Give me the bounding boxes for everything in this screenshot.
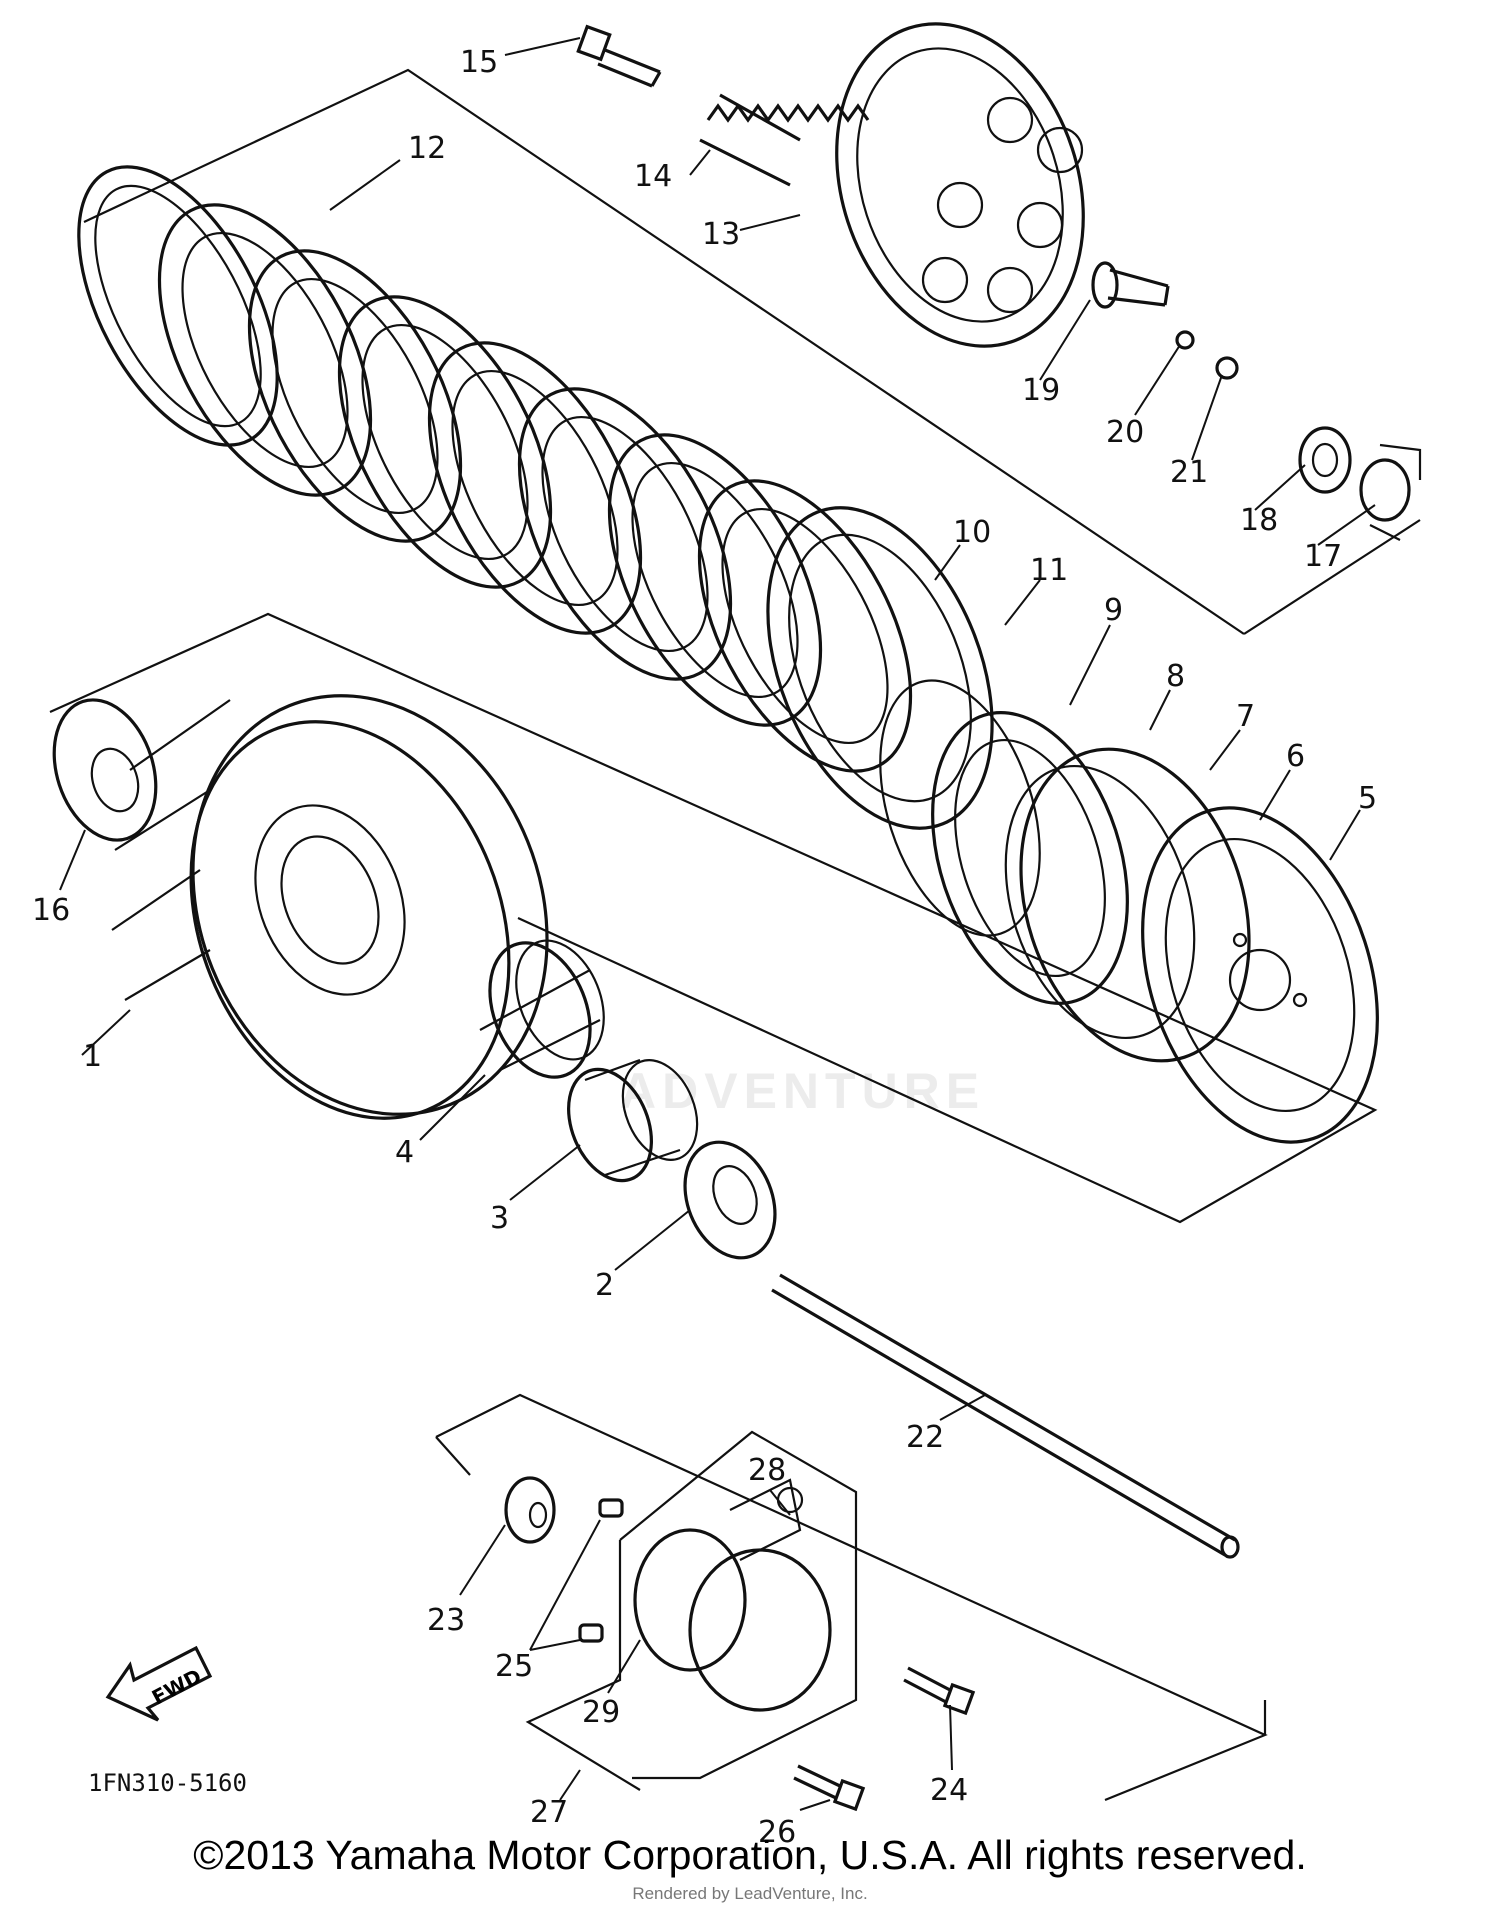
label-5: 5 xyxy=(1358,781,1377,816)
rendered-by-notice: Rendered by LeadVenture, Inc. xyxy=(632,1884,868,1903)
label-29: 29 xyxy=(582,1695,620,1730)
label-14: 14 xyxy=(634,159,672,194)
label-4: 4 xyxy=(395,1135,414,1170)
label-3: 3 xyxy=(490,1201,509,1236)
label-6: 6 xyxy=(1286,739,1305,774)
part-labels: 1 2 3 4 5 6 7 8 9 10 11 12 13 14 15 16 1… xyxy=(32,45,1377,1850)
slave-cylinder-outline xyxy=(525,1430,858,1791)
label-17: 17 xyxy=(1304,539,1342,574)
clutch-spring xyxy=(699,93,870,187)
label-11: 11 xyxy=(1030,553,1068,588)
dowel-pins xyxy=(578,1498,624,1643)
pressure-plate xyxy=(835,22,1085,348)
release-cylinder xyxy=(633,1478,832,1712)
label-21: 21 xyxy=(1170,455,1208,490)
label-25: 25 xyxy=(495,1649,533,1684)
label-9: 9 xyxy=(1104,593,1123,628)
ring-20 xyxy=(1175,330,1195,350)
label-16: 16 xyxy=(32,893,70,928)
needle-bearing xyxy=(479,939,605,1079)
upper-group-outline xyxy=(83,68,1421,635)
label-15: 15 xyxy=(460,45,498,80)
label-24: 24 xyxy=(930,1773,968,1808)
label-10: 10 xyxy=(953,515,991,550)
label-22: 22 xyxy=(906,1420,944,1455)
push-rod xyxy=(1091,261,1170,309)
label-26: 26 xyxy=(758,1815,796,1850)
leader-lines xyxy=(59,37,1376,1811)
long-push-rod xyxy=(771,1273,1240,1559)
label-12: 12 xyxy=(408,131,446,166)
bolt-24 xyxy=(903,1666,976,1716)
label-20: 20 xyxy=(1106,415,1144,450)
label-28: 28 xyxy=(748,1453,786,1488)
label-19: 19 xyxy=(1022,373,1060,408)
label-8: 8 xyxy=(1166,659,1185,694)
fwd-arrow: FWD xyxy=(105,1645,213,1722)
oil-seal xyxy=(504,1476,556,1544)
label-2: 2 xyxy=(595,1268,614,1303)
middle-group-outline xyxy=(49,612,1378,1224)
label-27: 27 xyxy=(530,1795,568,1830)
label-23: 23 xyxy=(427,1603,465,1638)
ball-21 xyxy=(1215,356,1239,380)
diagram-code: 1FN310-5160 xyxy=(88,1769,247,1797)
clutch-boss xyxy=(1019,747,1379,1144)
lower-group-outline xyxy=(435,1393,1268,1802)
label-1: 1 xyxy=(83,1039,102,1074)
clutch-plate-stack xyxy=(77,165,994,830)
fwd-text: FWD xyxy=(148,1664,205,1710)
label-18: 18 xyxy=(1240,503,1278,538)
thrust-washer xyxy=(52,698,158,842)
bolt-15 xyxy=(576,24,662,88)
washer xyxy=(683,1140,777,1260)
watermark-text: ADVENTURE xyxy=(620,1063,985,1119)
bolt-26 xyxy=(793,1764,866,1812)
label-13: 13 xyxy=(702,217,740,252)
nut-and-lock-washer xyxy=(1298,426,1422,541)
label-7: 7 xyxy=(1236,699,1255,734)
spacer xyxy=(567,1058,699,1183)
primary-driven-gear-housing xyxy=(111,694,549,1120)
copyright-notice: ©2013 Yamaha Motor Corporation, U.S.A. A… xyxy=(193,1832,1307,1878)
